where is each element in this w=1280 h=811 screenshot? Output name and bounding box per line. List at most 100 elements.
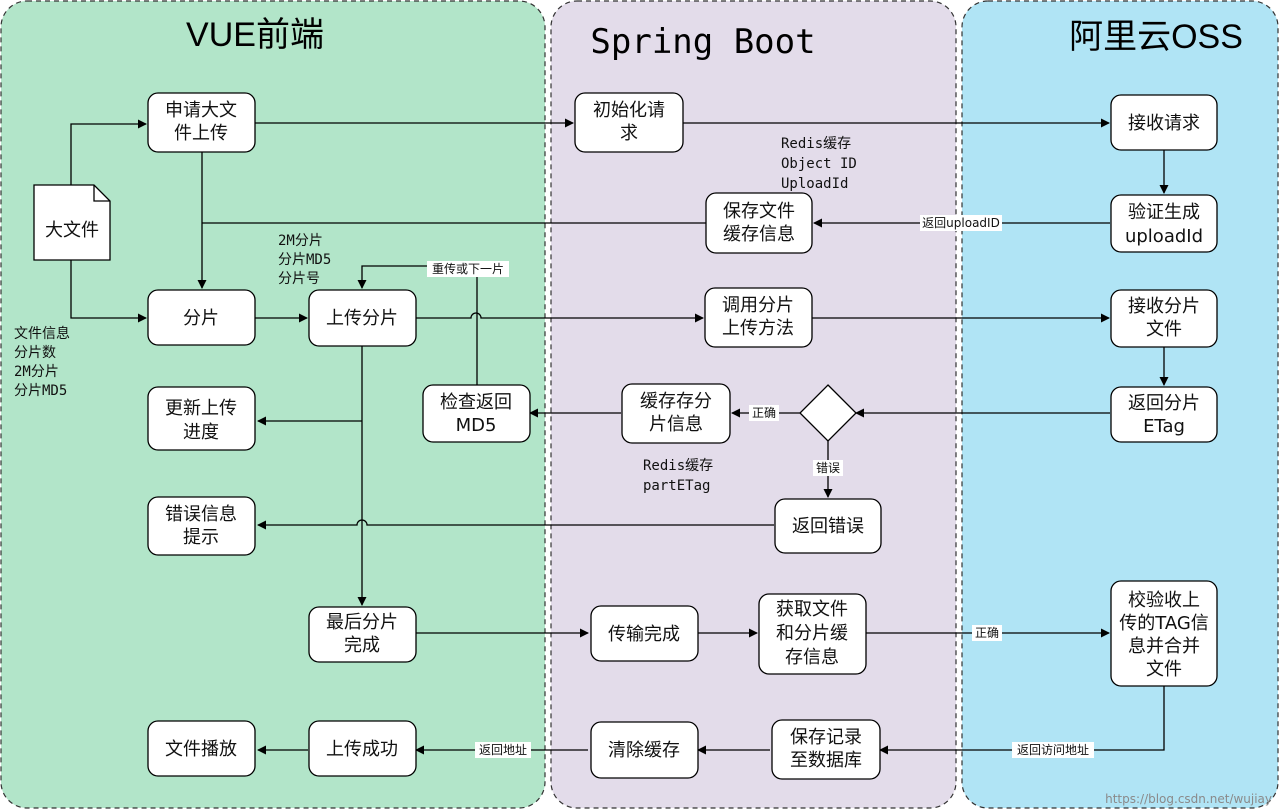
svg-text:正确: 正确 [975, 626, 999, 640]
verify-merge-line3: 息并合并 [1128, 636, 1200, 657]
note-redis-object-line2: Object ID [781, 156, 857, 172]
apply-upload-line2: 件上传 [174, 123, 228, 144]
lane-frontend-title: VUE前端 [186, 16, 324, 54]
svg-text:返回访问地址: 返回访问地址 [1017, 743, 1089, 757]
note-redis-part-line1: Redis缓存 [643, 458, 713, 474]
node-slice: 分片 [147, 289, 256, 346]
edge-bigfile-apply [70, 119, 147, 185]
edge-verify-record [879, 686, 1165, 755]
document-icon [33, 184, 111, 261]
svg-text:返回地址: 返回地址 [479, 743, 527, 757]
lane-backend-title: Spring Boot [590, 22, 815, 62]
node-check-md5: 检查返回 MD5 [422, 384, 531, 443]
verify-merge-line2: 传的TAG信 [1119, 613, 1209, 634]
get-file-cache-line2: 和分片缓 [776, 623, 848, 644]
node-apply-upload: 申请大文 件上传 [147, 92, 256, 153]
note-slice-params-line1: 2M分片 [278, 233, 323, 249]
apply-upload-line1: 申请大文 [165, 100, 237, 121]
node-error-tip: 错误信息 提示 [147, 496, 256, 556]
save-record-line2: 至数据库 [790, 750, 862, 771]
note-file-info-line4: 分片MD5 [14, 383, 67, 399]
check-md5-line1: 检查返回 [440, 392, 512, 413]
edge-label-return-address: 返回地址 [475, 742, 531, 758]
svg-text:错误: 错误 [816, 461, 840, 475]
verify-upload-id-line2: uploadId [1125, 226, 1203, 247]
return-etag-line1: 返回分片 [1128, 393, 1200, 414]
edge-label-reupload: 重传或下一片 [427, 261, 509, 277]
node-upload-slice: 上传分片 [308, 289, 417, 347]
node-save-record: 保存记录 至数据库 [771, 719, 881, 780]
edge-label-correct-1: 正确 [749, 405, 779, 421]
get-file-cache-line3: 存信息 [785, 647, 839, 668]
svg-text:正确: 正确 [752, 406, 776, 420]
note-file-info-line3: 2M分片 [14, 364, 59, 380]
cache-slice-line2: 片信息 [649, 414, 703, 435]
edge-label-error: 错误 [813, 460, 843, 476]
node-clear-cache: 清除缓存 [590, 721, 699, 779]
node-verify-merge: 校验收上 传的TAG信 息并合并 文件 [1110, 580, 1218, 687]
node-get-file-cache: 获取文件 和分片缓 存信息 [758, 593, 867, 675]
call-upload-line2: 上传方法 [722, 318, 794, 339]
svg-text:返回uploadID: 返回uploadID [922, 216, 1000, 230]
transfer-done-label: 传输完成 [608, 624, 680, 645]
edge-upload-call [416, 312, 704, 323]
note-slice-params: 2M分片 分片MD5 分片号 [278, 233, 331, 287]
edge-check-upload [357, 265, 478, 385]
error-tip-line1: 错误信息 [165, 504, 237, 525]
note-slice-params-line2: 分片MD5 [278, 252, 331, 268]
edge-label-return-access: 返回访问地址 [1012, 742, 1094, 758]
lane-frontend-bg [0, 0, 546, 809]
receive-slice-line1: 接收分片 [1128, 296, 1200, 317]
edge-label-return-upload-id: 返回uploadID [920, 215, 1002, 231]
note-redis-part: Redis缓存 partETag [643, 458, 713, 494]
node-receive-slice: 接收分片 文件 [1110, 289, 1218, 348]
slice-label: 分片 [183, 308, 219, 329]
return-etag-line2: ETag [1143, 416, 1185, 437]
init-request-line2: 求 [620, 123, 638, 144]
node-verify-upload-id: 验证生成 uploadId [1110, 194, 1218, 253]
last-slice-line1: 最后分片 [326, 612, 398, 633]
note-redis-object-line1: Redis缓存 [781, 136, 851, 152]
note-redis-object-line3: UploadId [781, 176, 848, 192]
receive-request-label: 接收请求 [1128, 113, 1200, 134]
node-transfer-done: 传输完成 [590, 605, 699, 662]
note-redis-object: Redis缓存 Object ID UploadId [781, 136, 857, 192]
last-slice-line2: 完成 [344, 635, 380, 656]
clear-cache-label: 清除缓存 [608, 740, 680, 761]
error-tip-line2: 提示 [183, 527, 219, 548]
node-return-error: 返回错误 [774, 498, 882, 554]
update-progress-line2: 进度 [183, 422, 219, 443]
save-file-cache-line2: 缓存信息 [723, 224, 795, 245]
return-error-label: 返回错误 [792, 516, 864, 537]
upload-success-label: 上传成功 [326, 739, 398, 760]
check-md5-line2: MD5 [456, 415, 497, 436]
upload-slice-label: 上传分片 [326, 308, 398, 329]
verify-merge-line4: 文件 [1146, 659, 1182, 680]
node-upload-success: 上传成功 [308, 720, 417, 777]
node-big-file: 大文件 [33, 184, 111, 261]
verify-merge-line1: 校验收上 [1128, 590, 1200, 611]
node-save-file-cache: 保存文件 缓存信息 [705, 192, 813, 254]
lane-frontend: VUE前端 [0, 0, 546, 809]
note-file-info-line1: 文件信息 [14, 325, 70, 342]
edges [70, 118, 1169, 755]
edge-bigfile-slice [70, 260, 147, 323]
note-slice-params-line3: 分片号 [278, 271, 320, 287]
get-file-cache-line1: 获取文件 [776, 599, 848, 620]
watermark: https://blog.csdn.net/wujiay [1105, 792, 1272, 806]
receive-slice-line2: 文件 [1146, 319, 1182, 340]
node-decision [799, 384, 857, 442]
call-upload-line1: 调用分片 [722, 295, 794, 316]
big-file-label: 大文件 [45, 220, 99, 241]
node-update-progress: 更新上传 进度 [147, 386, 256, 451]
cache-slice-line1: 缓存存分 [640, 391, 712, 412]
note-redis-part-line2: partETag [643, 478, 710, 494]
note-file-info: 文件信息 分片数 2M分片 分片MD5 [14, 325, 70, 399]
verify-upload-id-line1: 验证生成 [1128, 202, 1200, 223]
node-call-upload: 调用分片 上传方法 [704, 287, 813, 348]
node-return-etag: 返回分片 ETag [1110, 386, 1218, 443]
save-record-line1: 保存记录 [790, 727, 862, 748]
node-init-request: 初始化请 求 [574, 92, 684, 153]
note-file-info-line2: 分片数 [14, 345, 56, 361]
